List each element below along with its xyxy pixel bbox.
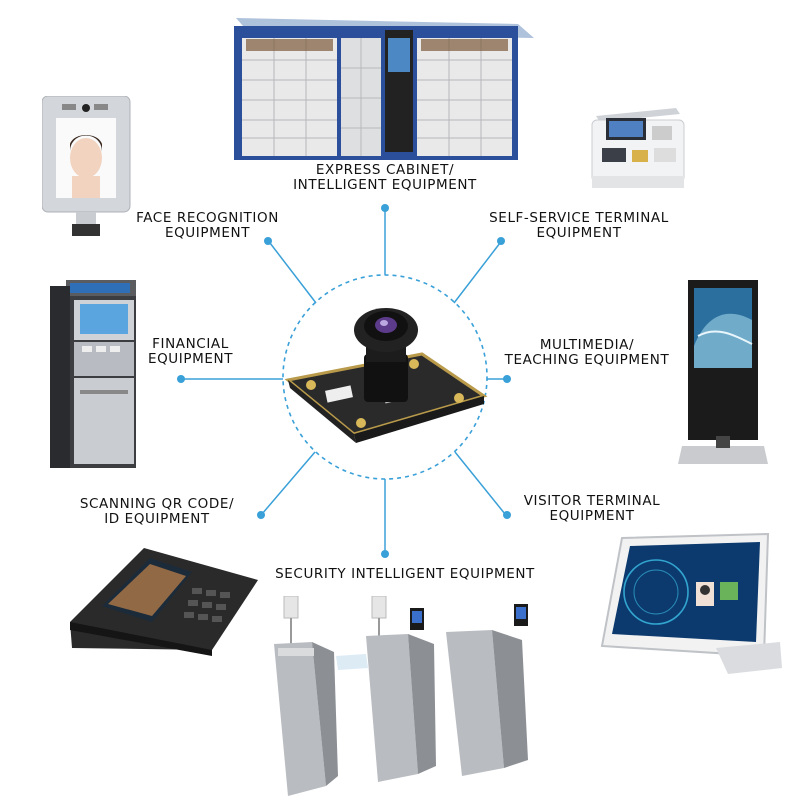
label-line: INTELLIGENT EQUIPMENT [293, 177, 477, 193]
connector-dot [264, 237, 272, 245]
label-line: EXPRESS CABINET/ [315, 162, 455, 178]
label-line: SCANNING QR CODE/ [79, 496, 235, 512]
label-line: SECURITY INTELLIGENT EQUIPMENT [275, 566, 535, 582]
label-line: TEACHING EQUIPMENT [504, 352, 670, 368]
turnstile-gate-icon [274, 596, 528, 796]
connector-top-left [269, 242, 317, 304]
digital-signage-icon [678, 280, 768, 464]
label-line: SELF-SERVICE TERMINAL [489, 210, 669, 226]
connector-dot [503, 375, 511, 383]
label-line: MULTIMEDIA/ [539, 337, 635, 353]
connector-dot [503, 511, 511, 519]
visitor-tablet-icon [600, 532, 782, 674]
label-multimedia-teaching: MULTIMEDIA/ TEACHING EQUIPMENT [492, 338, 682, 368]
label-line: FACE RECOGNITION [136, 210, 279, 226]
label-scanning-qr: SCANNING QR CODE/ ID EQUIPMENT [64, 497, 250, 527]
connector-bottom-right [454, 451, 506, 515]
label-line: EQUIPMENT [536, 225, 622, 241]
label-self-service-terminal: SELF-SERVICE TERMINAL EQUIPMENT [470, 211, 688, 241]
parcel-locker-icon [234, 18, 534, 160]
connector-dot [497, 237, 505, 245]
atm-icon [50, 280, 136, 468]
label-face-recognition: FACE RECOGNITION EQUIPMENT [120, 211, 295, 241]
connector-top-right [453, 242, 501, 304]
kiosk-terminal-icon [591, 108, 685, 188]
label-line: FINANCIAL [152, 336, 229, 352]
label-express-cabinet: EXPRESS CABINET/ INTELLIGENT EQUIPMENT [260, 163, 510, 193]
label-line: VISITOR TERMINAL [523, 493, 661, 509]
face-recognition-terminal-icon [42, 96, 131, 236]
label-financial: FINANCIAL EQUIPMENT [138, 337, 243, 367]
connector-dot [177, 375, 185, 383]
connector-dot [257, 511, 265, 519]
connector-dot [381, 550, 389, 558]
camera-module-icon [284, 308, 488, 443]
label-line: EQUIPMENT [147, 351, 234, 367]
hub-dashed-circle [282, 274, 488, 480]
qr-scanner-icon [70, 548, 258, 656]
connector-dot [381, 204, 389, 212]
connector-bottom-left [261, 451, 316, 515]
label-line: EQUIPMENT [549, 508, 635, 524]
label-security-intelligent: SECURITY INTELLIGENT EQUIPMENT [258, 567, 552, 582]
label-line: ID EQUIPMENT [104, 511, 210, 527]
label-line: EQUIPMENT [164, 225, 251, 241]
label-visitor-terminal: VISITOR TERMINAL EQUIPMENT [512, 494, 672, 524]
